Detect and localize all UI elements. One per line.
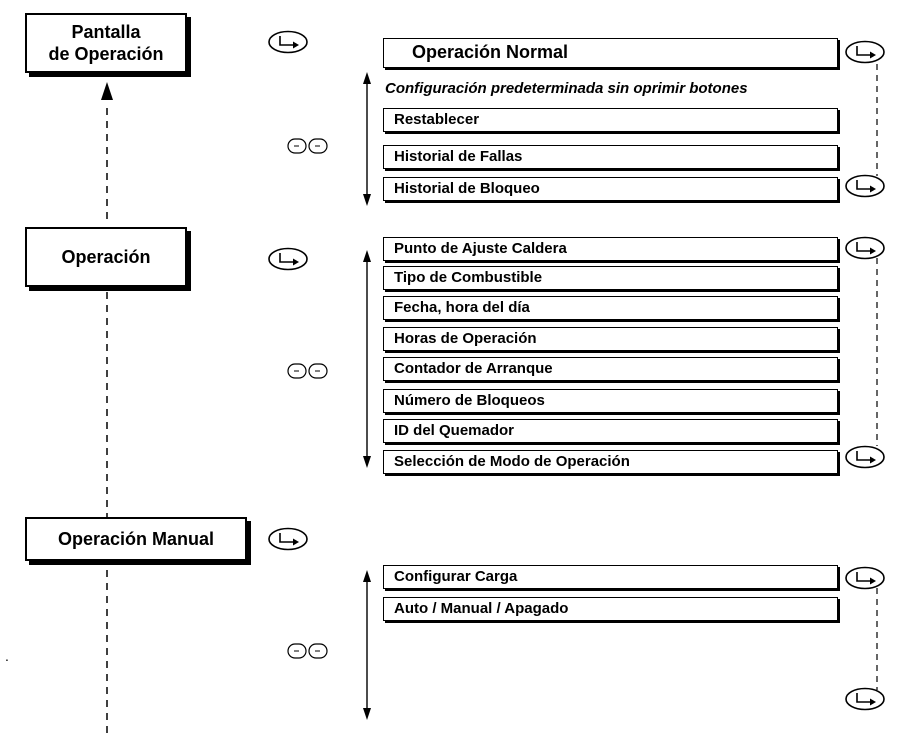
menu-item-id-del-quemador[interactable]: ID del Quemador xyxy=(383,419,838,443)
menu-item-fecha-hora-del-dia[interactable]: Fecha, hora del día xyxy=(383,296,838,320)
default-config-note: Configuración predeterminada sin oprimir… xyxy=(385,80,748,97)
up-down-buttons-icon[interactable] xyxy=(287,363,328,379)
stray-mark: . xyxy=(5,648,9,664)
main-menu-label-line1: Pantalla xyxy=(71,22,141,42)
spine-arrowhead xyxy=(101,82,113,100)
main-menu-label-line2: de Operación xyxy=(48,44,164,64)
enter-icon[interactable] xyxy=(845,174,885,198)
menu-item-restablecer[interactable]: Restablecer xyxy=(383,108,838,132)
menu-item-configurar-carga[interactable]: Configurar Carga xyxy=(383,565,838,589)
enter-icon[interactable] xyxy=(845,236,885,260)
menu-item-punto-de-ajuste-caldera[interactable]: Punto de Ajuste Caldera xyxy=(383,237,838,261)
main-menu-pantalla-de-operacion[interactable]: Pantalla de Operación xyxy=(25,13,187,73)
menu-item-contador-de-arranque[interactable]: Contador de Arranque xyxy=(383,357,838,381)
enter-icon[interactable] xyxy=(845,445,885,469)
up-down-buttons-icon[interactable] xyxy=(287,138,328,154)
enter-icon[interactable] xyxy=(845,40,885,64)
enter-icon[interactable] xyxy=(268,527,308,551)
up-down-buttons-icon[interactable] xyxy=(287,643,328,659)
scroll-arrow-3 xyxy=(363,570,371,720)
enter-icon[interactable] xyxy=(845,566,885,590)
main-menu-operacion[interactable]: Operación xyxy=(25,227,187,287)
scroll-arrow-1 xyxy=(363,72,371,206)
enter-icon[interactable] xyxy=(845,687,885,711)
menu-item-historial-de-fallas[interactable]: Historial de Fallas xyxy=(383,145,838,169)
enter-icon[interactable] xyxy=(268,30,308,54)
menu-item-horas-de-operacion[interactable]: Horas de Operación xyxy=(383,327,838,351)
menu-item-seleccion-de-modo[interactable]: Selección de Modo de Operación xyxy=(383,450,838,474)
menu-item-operacion-normal[interactable]: Operación Normal xyxy=(383,38,838,68)
enter-icon[interactable] xyxy=(268,247,308,271)
main-menu-operacion-manual[interactable]: Operación Manual xyxy=(25,517,247,561)
menu-item-historial-de-bloqueo[interactable]: Historial de Bloqueo xyxy=(383,177,838,201)
scroll-arrow-2 xyxy=(363,250,371,468)
main-menu-label: Operación Manual xyxy=(57,529,215,549)
menu-item-auto-manual-apagado[interactable]: Auto / Manual / Apagado xyxy=(383,597,838,621)
menu-item-numero-de-bloqueos[interactable]: Número de Bloqueos xyxy=(383,389,838,413)
main-menu-label: Operación xyxy=(61,247,151,267)
menu-item-tipo-de-combustible[interactable]: Tipo de Combustible xyxy=(383,266,838,290)
